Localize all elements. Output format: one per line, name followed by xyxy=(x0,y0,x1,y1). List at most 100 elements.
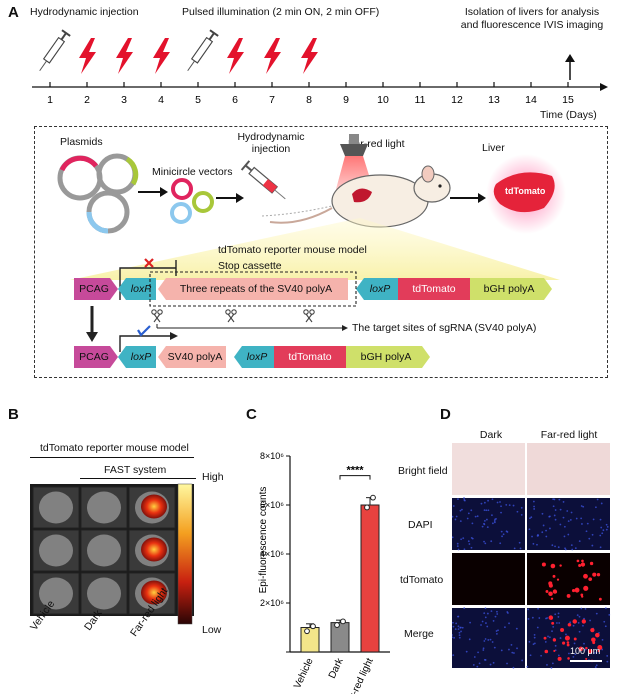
data-point xyxy=(304,628,310,635)
img-dapi-farred xyxy=(527,498,610,550)
nucleus-dot xyxy=(557,654,560,657)
tdtomato-dot xyxy=(583,573,588,579)
nucleus-dot xyxy=(536,626,539,629)
d-row-dapi: DAPI xyxy=(408,519,433,531)
nucleus-dot xyxy=(454,628,457,631)
nucleus-dot xyxy=(564,548,567,551)
nucleus-dot xyxy=(457,615,459,618)
tdtomato-dot xyxy=(564,635,570,641)
nucleus-dot xyxy=(546,664,548,666)
tdtomato-dot xyxy=(552,638,557,642)
nucleus-dot xyxy=(461,626,464,629)
tdtomato-dot xyxy=(578,563,582,567)
nucleus-dot xyxy=(551,544,554,547)
nucleus-dot xyxy=(468,638,471,641)
nucleus-dot xyxy=(485,509,488,512)
tdtomato-dot xyxy=(581,619,587,624)
nucleus-dot xyxy=(512,666,515,669)
nucleus-dot xyxy=(515,627,518,630)
nucleus-dot xyxy=(554,545,556,548)
nucleus-dot xyxy=(571,548,574,551)
nucleus-dot xyxy=(600,526,603,529)
tdtomato-dot xyxy=(566,594,571,598)
nucleus-dot xyxy=(463,499,466,501)
tdtomato-dot xyxy=(545,590,549,593)
y-tick-label: 8×10⁶ xyxy=(260,451,284,461)
nucleus-dot xyxy=(457,498,459,500)
nucleus-dot xyxy=(476,665,479,668)
nucleus-dot xyxy=(553,498,556,501)
tdtomato-dot xyxy=(548,591,553,597)
loxp-block-1 xyxy=(118,278,156,300)
fluorescence-signal xyxy=(141,537,167,562)
nucleus-dot xyxy=(473,656,476,658)
nucleus-dot xyxy=(533,642,536,645)
nucleus-dot xyxy=(467,512,470,515)
nucleus-dot xyxy=(497,629,499,632)
nucleus-dot xyxy=(470,546,473,549)
nucleus-dot xyxy=(585,530,588,533)
low-label: Low xyxy=(202,624,222,636)
nucleus-dot xyxy=(493,646,496,649)
tdtomato-dot xyxy=(550,597,554,600)
nucleus-dot xyxy=(507,612,509,614)
nucleus-dot xyxy=(569,621,572,624)
data-point xyxy=(364,504,370,511)
nucleus-dot xyxy=(492,620,495,622)
nucleus-dot xyxy=(529,517,531,520)
nucleus-dot xyxy=(483,509,486,511)
data-point xyxy=(340,618,346,625)
bgh-block xyxy=(470,278,552,300)
schematic-svg xyxy=(57,134,566,280)
tdtomato-dot xyxy=(552,574,556,578)
nucleus-dot xyxy=(504,626,506,629)
day-tick-label: 9 xyxy=(343,94,349,106)
nucleus-dot xyxy=(545,529,547,532)
d-row-bright: Bright field xyxy=(398,465,448,477)
fast-rule xyxy=(80,478,196,479)
nucleus-dot xyxy=(496,501,499,504)
high-label: High xyxy=(202,471,224,483)
target-sites-label: The target sites of sgRNA (SV40 polyA) xyxy=(352,322,537,334)
tdtomato-dot xyxy=(592,572,597,577)
img-td-dark xyxy=(452,553,525,605)
data-point xyxy=(310,623,316,630)
nucleus-dot xyxy=(573,642,576,645)
loxp-block-2 xyxy=(356,278,398,300)
loxp-block-4 xyxy=(234,346,274,368)
tdtomato-block-2 xyxy=(274,346,346,368)
nucleus-dot xyxy=(511,651,514,654)
nucleus-dot xyxy=(487,509,490,512)
nucleus-dot xyxy=(586,522,589,525)
nucleus-dot xyxy=(452,536,454,539)
x-tick-label: Far-red light xyxy=(343,656,376,694)
bgh-label-2: bGH polyA xyxy=(360,351,412,363)
tdtomato-label: tdTomato xyxy=(412,283,456,295)
data-point xyxy=(370,494,376,501)
nucleus-dot xyxy=(458,631,461,634)
tdtomato-dot xyxy=(585,646,588,650)
nucleus-dot xyxy=(459,626,462,629)
liver-lobe xyxy=(39,491,73,524)
day-tick-label: 4 xyxy=(158,94,164,106)
syringe-icon xyxy=(187,29,219,72)
nucleus-dot xyxy=(483,522,485,525)
nucleus-dot xyxy=(492,661,495,664)
tdtomato-dot xyxy=(585,657,588,660)
nucleus-dot xyxy=(490,610,493,613)
nucleus-dot xyxy=(486,625,489,628)
nucleus-dot xyxy=(513,547,516,550)
sv40-label: SV40 polyA xyxy=(167,351,223,363)
nucleus-dot xyxy=(481,525,484,528)
nucleus-dot xyxy=(604,607,607,610)
loxp-label-2: loxP xyxy=(369,283,391,295)
nucleus-dot xyxy=(544,641,547,643)
nucleus-dot xyxy=(533,636,536,639)
nucleus-dot xyxy=(552,625,555,628)
panel-label-d: D xyxy=(440,406,451,423)
nucleus-dot xyxy=(608,613,611,616)
sv40-block xyxy=(158,346,226,368)
nucleus-dot xyxy=(452,636,453,639)
ivis-svg xyxy=(30,483,194,625)
tdtomato-dot xyxy=(548,615,554,620)
